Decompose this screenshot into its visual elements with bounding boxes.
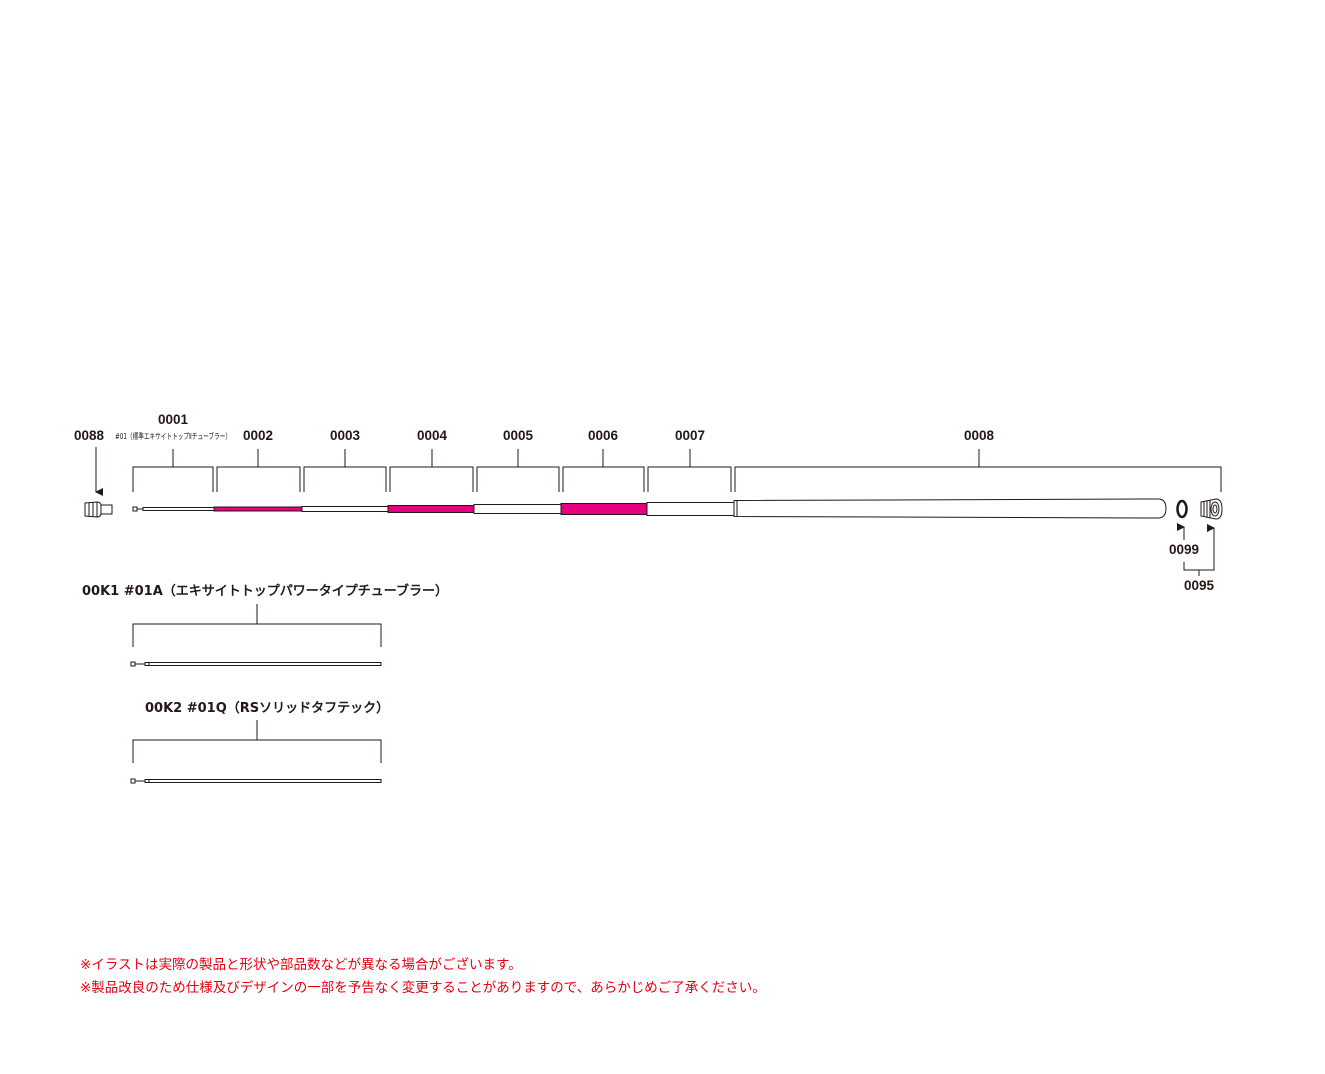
section-0002: [213, 506, 303, 512]
bracket-0008: [734, 449, 1222, 492]
disclaimer-note: ※イラストは実際の製品と形状や部品数などが異なる場合がございます。: [80, 957, 522, 973]
part-label-0008: 0008: [964, 428, 995, 443]
rod: [132, 498, 1167, 519]
o-ring-0099: [1176, 499, 1188, 519]
section-0001: [142, 507, 215, 511]
part-label-0095: 0095: [1184, 578, 1215, 593]
part-label-0004: 0004: [417, 428, 448, 443]
disclaimer-notes: ※イラストは実際の製品と形状や部品数などが異なる場合がございます。 ※製品改良の…: [80, 954, 766, 1000]
part-label-0099: 0099: [1169, 542, 1199, 557]
tip-section-00k2: [130, 778, 382, 784]
bracket-0001: [132, 449, 214, 492]
tip-guide: [132, 506, 138, 512]
part-label-0006: 0006: [588, 428, 619, 443]
part-desc-0001: #01（標準エキサイトトップⅡチューブラー）: [115, 431, 231, 441]
bracket-0007: [647, 449, 732, 492]
segment-brackets: [132, 449, 1222, 492]
section-0007: [646, 502, 735, 516]
bracket-0006: [562, 449, 645, 492]
section-0006: [560, 503, 648, 515]
part-label-0005: 0005: [503, 428, 534, 443]
butt-cap-0095: [1200, 498, 1223, 520]
disclaimer-note: ※製品改良のため仕様及びデザインの一部を予告なく変更することがありますので、あら…: [80, 980, 766, 996]
bracket-0003: [303, 449, 387, 492]
bracket-00k2: [132, 720, 382, 763]
bracket-0002: [216, 449, 301, 492]
part-label-0002: 0002: [243, 428, 273, 443]
part-label-0003: 0003: [330, 428, 361, 443]
section-0003: [301, 506, 389, 512]
kit-label-00k1: 00K1 #01A（エキサイトトップパワータイプチューブラー）: [82, 583, 448, 599]
section-0004: [387, 505, 475, 513]
section-0008: [733, 498, 1167, 519]
part-label-0007: 0007: [675, 428, 705, 443]
top-cap-0088: [84, 501, 113, 518]
kit-label-00k2: 00K2 #01Q（RSソリッドタフテック）: [145, 700, 389, 716]
bracket-00k1: [132, 604, 382, 647]
bracket-0095: [1183, 562, 1215, 571]
tip-section-00k1: [130, 661, 382, 667]
part-label-0001: 0001: [158, 412, 189, 427]
part-label-0088: 0088: [74, 428, 105, 443]
bracket-0005: [476, 449, 560, 492]
bracket-0004: [389, 449, 474, 492]
section-0005: [473, 504, 562, 514]
